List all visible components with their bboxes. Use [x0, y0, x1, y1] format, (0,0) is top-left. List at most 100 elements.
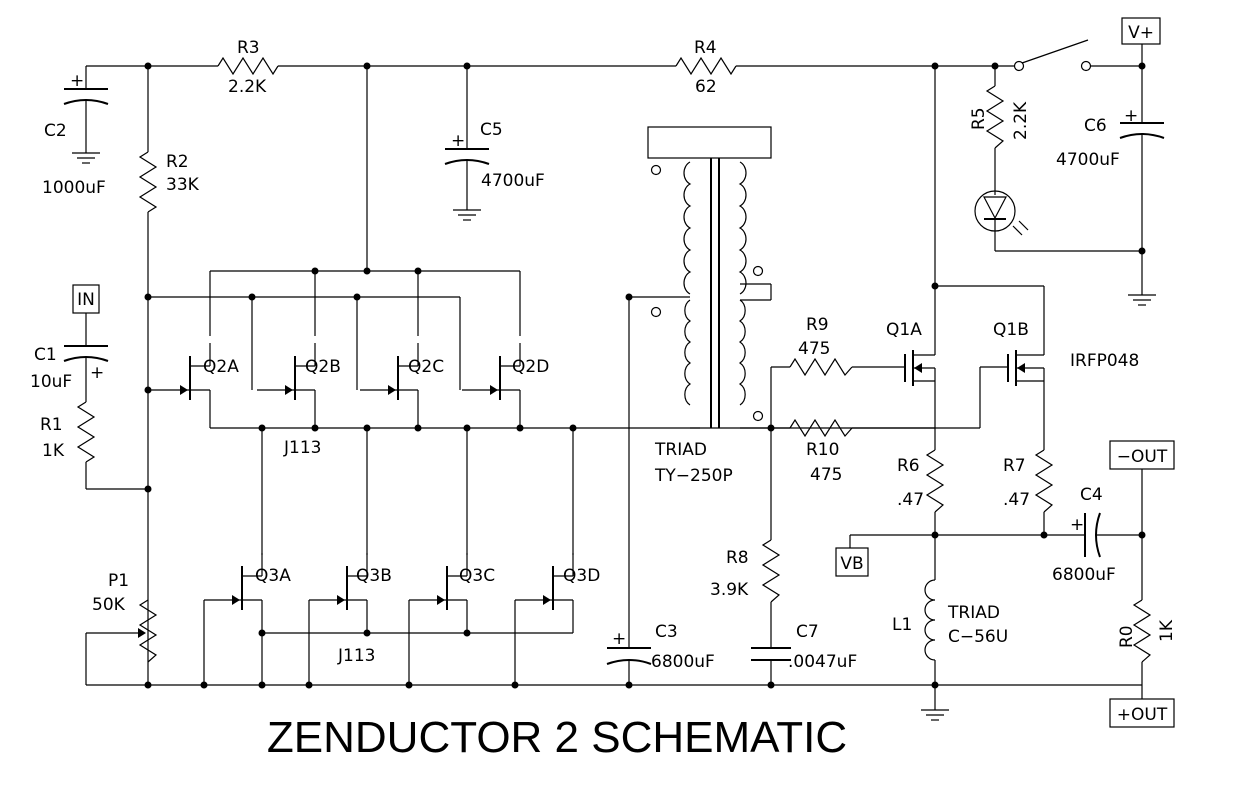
r1-ref: R1 — [40, 415, 63, 435]
c7-value: .0047uF — [788, 652, 857, 672]
q3b-jfet — [308, 552, 368, 624]
c2-capacitor: + — [63, 66, 109, 164]
q1a-label: Q1A — [886, 320, 922, 340]
triad-transformer — [628, 126, 772, 636]
q3d-label: Q3D — [563, 566, 600, 586]
led-indicator — [974, 190, 1142, 252]
r2-resistor — [138, 66, 158, 685]
c1-ref: C1 — [34, 345, 57, 365]
r4-resistor — [675, 56, 737, 76]
p1-potentiometer — [85, 599, 158, 685]
r0-ref: R0 — [1117, 625, 1137, 648]
r2-ref: R2 — [166, 152, 189, 172]
r1-resistor — [76, 401, 148, 490]
r0-value: 1K — [1157, 619, 1177, 642]
c1-capacitor: + — [63, 313, 109, 402]
q3a-label: Q3A — [255, 566, 291, 586]
port-in: IN — [72, 284, 100, 314]
c6-capacitor: + — [1119, 66, 1165, 306]
svg-text:+: + — [612, 629, 626, 649]
port-plus-out: +OUT — [1109, 698, 1175, 728]
r2-value: 33K — [166, 175, 200, 195]
q2b-jfet — [256, 342, 316, 414]
q3d-jfet — [514, 552, 574, 624]
jfet-part-top: J113 — [283, 438, 321, 458]
c3-capacitor: + — [606, 629, 652, 685]
r10-value: 475 — [810, 465, 842, 485]
q2c-label: Q2C — [408, 357, 444, 377]
q1a-mosfet — [904, 345, 936, 450]
port-minus-out: −OUT — [1109, 440, 1175, 470]
r0-resistor — [1132, 599, 1152, 663]
c5-capacitor: + — [444, 66, 490, 221]
r9-ref: R9 — [806, 315, 829, 335]
r10-ref: R10 — [806, 440, 839, 460]
r9-value: 475 — [798, 339, 830, 359]
l1-line1: TRIAD — [947, 603, 1000, 623]
c1-value: 10uF — [30, 372, 72, 392]
r5-resistor — [985, 66, 1005, 195]
c2-value: 1000uF — [42, 178, 106, 198]
r7-value: .47 — [1003, 490, 1030, 510]
q3a-jfet — [203, 552, 263, 624]
q2a-label: Q2A — [203, 357, 239, 377]
r4-ref: R4 — [694, 38, 717, 58]
r4-value: 62 — [695, 77, 717, 97]
c4-capacitor: + — [1070, 512, 1142, 558]
power-switch — [1013, 39, 1092, 72]
q3c-jfet — [408, 552, 468, 624]
c4-value: 6800uF — [1052, 565, 1116, 585]
port-vb-label: VB — [840, 554, 863, 574]
q2b-label: Q2B — [305, 357, 341, 377]
q1b-label: Q1B — [993, 320, 1029, 340]
r10-resistor — [789, 418, 853, 438]
r7-ref: R7 — [1003, 456, 1026, 476]
c3-ref: C3 — [655, 622, 678, 642]
q1b-mosfet — [1007, 345, 1045, 450]
mosfet-part: IRFP048 — [1070, 351, 1139, 371]
l1-ref: L1 — [892, 615, 912, 635]
q2d-label: Q2D — [512, 357, 549, 377]
schematic-title: ZENDUCTOR 2 SCHEMATIC — [267, 713, 847, 762]
top-rail — [86, 43, 1143, 67]
port-plus-out-label: +OUT — [1117, 705, 1168, 725]
r7-resistor — [1034, 449, 1054, 535]
q3b-label: Q3B — [356, 566, 392, 586]
r8-value: 3.9K — [710, 580, 749, 600]
svg-text:+: + — [70, 71, 84, 91]
l1-inductor — [920, 579, 950, 721]
p1-ref: P1 — [108, 571, 129, 591]
r8-ref: R8 — [726, 548, 749, 568]
c6-ref: C6 — [1084, 116, 1107, 136]
c3-value: 6800uF — [651, 652, 715, 672]
port-vb: VB — [835, 547, 869, 577]
svg-text:+: + — [1070, 515, 1084, 535]
r9-resistor — [789, 357, 853, 377]
c2-ref: C2 — [44, 121, 67, 141]
jfet-part-bottom: J113 — [337, 646, 375, 666]
r3-resistor — [217, 56, 279, 76]
r6-resistor — [925, 449, 945, 580]
r5-value: 2.2K — [1011, 101, 1031, 140]
c5-value: 4700uF — [481, 171, 545, 191]
svg-text:+: + — [90, 363, 104, 383]
r5-ref: R5 — [969, 107, 989, 130]
r6-value: .47 — [897, 490, 924, 510]
p1-value: 50K — [92, 595, 126, 615]
q2a-jfet — [151, 342, 211, 414]
c5-ref: C5 — [480, 120, 503, 140]
c6-value: 4700uF — [1056, 150, 1120, 170]
junction-dots — [144, 62, 1146, 689]
svg-text:+: + — [451, 131, 465, 151]
port-vplus: V+ — [1121, 17, 1161, 45]
q3c-label: Q3C — [459, 566, 495, 586]
q2c-jfet — [359, 342, 419, 414]
svg-text:+: + — [1124, 106, 1138, 126]
port-in-label: IN — [77, 290, 95, 310]
transformer-line2: TY−250P — [654, 466, 733, 486]
r8-resistor — [761, 539, 781, 603]
q2d-jfet — [461, 342, 521, 414]
l1-line2: C−56U — [948, 627, 1008, 647]
r3-value: 2.2K — [228, 77, 267, 97]
